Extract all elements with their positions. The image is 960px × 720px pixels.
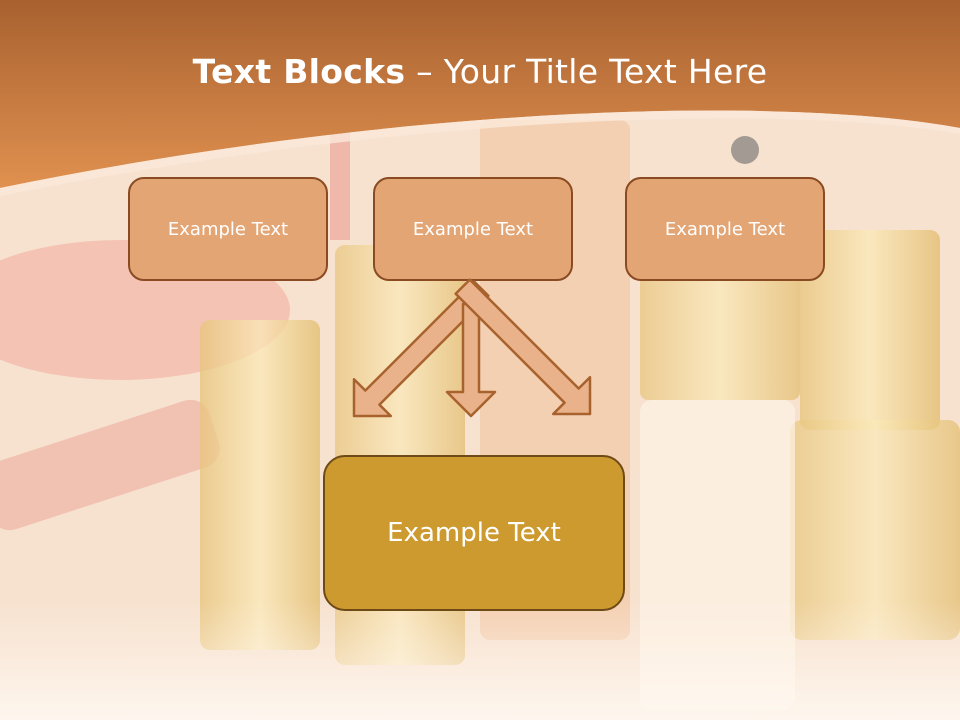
- title-separator: –: [405, 52, 444, 91]
- text-block-3-label: Example Text: [664, 218, 786, 240]
- target-text-block-label: Example Text: [387, 518, 561, 548]
- text-block-1[interactable]: Example Text: [128, 177, 328, 281]
- target-text-block[interactable]: Example Text: [323, 455, 625, 611]
- title-rest: Your Title Text Here: [443, 52, 768, 91]
- title-bold-part: Text Blocks: [192, 52, 406, 91]
- text-block-3[interactable]: Example Text: [625, 177, 825, 281]
- text-block-2[interactable]: Example Text: [373, 177, 573, 281]
- arrow-right: [454, 278, 592, 416]
- text-block-2-label: Example Text: [412, 218, 534, 240]
- text-block-1-label: Example Text: [167, 218, 289, 240]
- slide-title: Text Blocks – Your Title Text Here: [0, 52, 960, 91]
- arrow-left: [352, 280, 490, 418]
